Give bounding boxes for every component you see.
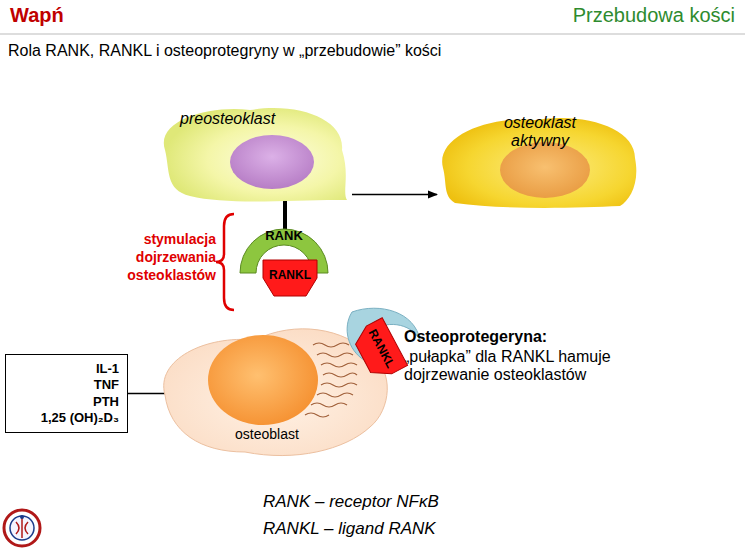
node-text: „pułapka” dla RANKL hamuje dojrzewanie o… (404, 348, 679, 385)
stimulus-factor: PTH (14, 394, 119, 410)
subtitle: Rola RANK, RANKL i osteoprotegryny w „pr… (8, 42, 441, 60)
bracket-label: stymulacja dojrzewania osteoklastów (92, 230, 216, 285)
node-text: RANK (238, 229, 330, 244)
preosteoclast-cell: preosteoklast (150, 100, 350, 205)
connector-arrow (352, 194, 437, 196)
node-text: osteoblast (235, 426, 299, 442)
header-rule (0, 34, 745, 35)
node-text: RANKL (261, 269, 319, 283)
bracket (216, 214, 234, 310)
node-text: preosteoklast (180, 110, 275, 128)
section-name: Wapń (10, 4, 64, 27)
topic-name: Przebudowa kości (573, 4, 735, 27)
active-osteoclast-cell: osteoklast aktywny (435, 108, 640, 208)
node-text: osteoklast aktywny (485, 114, 595, 151)
abbreviation-note: RANKL – ligand RANK (263, 519, 436, 539)
rankl-ligand: RANKL (261, 258, 319, 298)
university-logo (4, 510, 40, 546)
stimulus-box: IL-1TNFPTH1,25 (OH)₂D₃ (5, 354, 128, 433)
node-text: Osteoprotegeryna: (404, 328, 547, 346)
stimulus-factor: 1,25 (OH)₂D₃ (14, 410, 119, 426)
connector-line (283, 199, 287, 231)
abbreviation-note: RANK – receptor NFκB (263, 492, 439, 512)
stimulus-factor: IL-1 (14, 361, 119, 377)
stimulus-factor: TNF (14, 377, 119, 393)
